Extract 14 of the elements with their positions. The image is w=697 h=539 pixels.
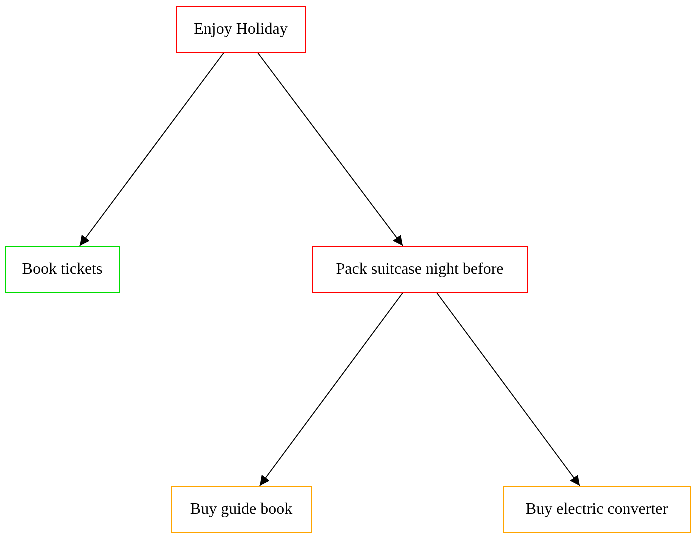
box-label: Book tickets bbox=[22, 260, 103, 278]
arrow bbox=[258, 52, 404, 246]
box-label: Enjoy Holiday bbox=[194, 20, 288, 38]
box-label: Buy guide book bbox=[190, 500, 293, 518]
box-label: Buy electric converter bbox=[526, 500, 668, 518]
arrow bbox=[260, 292, 404, 486]
process-box bbox=[5, 246, 120, 293]
process-box bbox=[176, 6, 306, 53]
box-label: Pack suitcase night before bbox=[336, 260, 504, 278]
process-box bbox=[171, 486, 312, 533]
arrow bbox=[436, 292, 580, 486]
arrow bbox=[80, 52, 224, 246]
process-box bbox=[503, 486, 691, 533]
process-box bbox=[312, 246, 528, 293]
